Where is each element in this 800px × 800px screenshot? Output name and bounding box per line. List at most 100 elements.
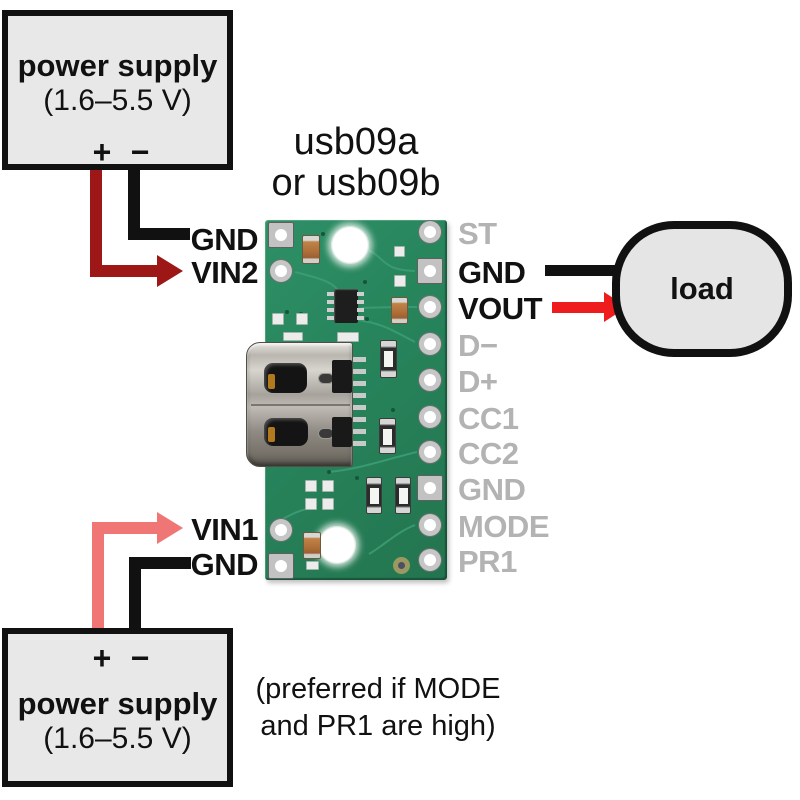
through-hole-pr1: [418, 548, 442, 572]
ic-pin: [357, 316, 364, 320]
hole-bore: [424, 226, 436, 238]
pcb-board: [265, 220, 447, 580]
through-hole-vin1: [269, 518, 293, 542]
pin-label-cc2: CC2: [458, 436, 519, 471]
smd-pad: [394, 275, 406, 287]
wire-vout-to-load: [552, 302, 605, 313]
resistor-sticker: [370, 488, 379, 504]
through-hole-cc2: [418, 440, 442, 464]
hole-bore: [424, 519, 436, 531]
smd-pad: [305, 498, 317, 510]
resistor-sticker: [384, 351, 393, 367]
connector-seam: [251, 404, 350, 406]
pin-label-gnd-mid: GND: [458, 472, 526, 507]
pin-label-gnd-top: GND: [190, 222, 259, 257]
pin-label-gnd-bottom: GND: [190, 547, 259, 582]
hole-bore: [424, 338, 436, 350]
through-hole-d-minus: [418, 332, 442, 356]
ic-chip: [327, 289, 364, 323]
connector-cavity: [332, 417, 352, 447]
board-title-line2: or usb09b: [271, 162, 441, 204]
via: [355, 476, 359, 480]
through-hole-gnd-out: [417, 258, 443, 284]
connector-slot: [264, 363, 307, 393]
ic-pin: [327, 308, 334, 312]
wire-supply1-negative-horizontal: [128, 228, 190, 240]
wire-supply2-positive-vertical: [92, 522, 104, 632]
plus-terminal: +: [92, 640, 112, 676]
pin-label-d-minus: D−: [458, 328, 498, 363]
hole-bore: [424, 301, 436, 313]
smd-pad: [296, 313, 308, 325]
board-title-line1: usb09a: [293, 121, 419, 163]
hole-bore: [424, 554, 436, 566]
resistor-sticker: [383, 429, 392, 445]
hole-bore: [424, 482, 436, 494]
plus-terminal: +: [92, 134, 112, 170]
through-hole-vout: [418, 295, 442, 319]
wire-gnd-to-load: [545, 265, 629, 276]
wire-supply1-positive-horizontal: [90, 265, 160, 277]
connector-slot: [264, 418, 308, 446]
wire-supply2-negative-vertical: [129, 557, 141, 632]
via: [365, 317, 369, 321]
load-label: load: [670, 271, 734, 306]
resistor: [366, 477, 382, 514]
through-hole-vin2: [269, 259, 293, 283]
usb-c-connector: [246, 342, 368, 468]
smd-pad: [272, 313, 284, 325]
pin-label-st: ST: [458, 216, 497, 251]
power-supply-title: power supply: [17, 686, 218, 721]
via: [321, 232, 325, 236]
power-supply-box-top: power supply (1.6–5.5 V) + −: [2, 10, 233, 170]
pin-label-vout: VOUT: [458, 291, 543, 326]
hole-bore: [275, 229, 287, 241]
ic-pin: [357, 292, 364, 296]
board-title: usb09a or usb09b: [236, 122, 476, 204]
via: [391, 408, 395, 412]
capacitor: [303, 532, 321, 559]
through-hole-mode: [418, 513, 442, 537]
wire-supply2-positive-horizontal: [92, 522, 158, 534]
gold-contact: [268, 374, 275, 389]
pin-label-d-plus: D+: [458, 364, 498, 399]
voltage-range-label: (1.6–5.5 V): [43, 84, 192, 117]
pin-label-mode: MODE: [458, 509, 550, 544]
ic-pin: [357, 308, 364, 312]
ic-pin: [327, 316, 334, 320]
smd-pad: [322, 480, 334, 492]
hole-bore: [424, 411, 436, 423]
gold-contact: [268, 427, 275, 442]
capacitor: [391, 297, 408, 324]
smd-pad: [322, 498, 334, 510]
through-hole-gnd-top: [268, 222, 294, 248]
smd-pad: [394, 246, 405, 257]
pin-label-vin1: VIN1: [191, 512, 258, 547]
resistor: [380, 340, 397, 378]
through-hole-gnd-bottom: [268, 553, 294, 579]
smd-pad: [305, 480, 317, 492]
resistor: [379, 418, 396, 454]
hole-bore: [424, 265, 436, 277]
smd-pad: [337, 332, 359, 342]
via: [327, 470, 331, 474]
pin-label-gnd-out: GND: [458, 255, 526, 290]
minus-terminal: −: [130, 134, 150, 170]
note-line2: and PR1 are high): [260, 710, 496, 742]
hole-bore: [275, 265, 287, 277]
wire-supply2-negative-horizontal: [129, 557, 191, 569]
voltage-range-label: (1.6–5.5 V): [43, 722, 192, 755]
pin-label-vin2: VIN2: [191, 255, 258, 290]
hole-bore: [424, 374, 436, 386]
mounting-hole-top: [331, 226, 369, 264]
capacitor: [302, 235, 320, 264]
ic-pin: [327, 292, 334, 296]
load-box: load: [612, 221, 792, 357]
connector-shell: [246, 342, 353, 467]
ic-pin: [327, 300, 334, 304]
power-supply-title: power supply: [17, 48, 218, 83]
power-supply-box-bottom: + − power supply (1.6–5.5 V): [2, 628, 233, 787]
hole-bore: [275, 524, 287, 536]
vin1-arrow-icon: [157, 512, 183, 544]
